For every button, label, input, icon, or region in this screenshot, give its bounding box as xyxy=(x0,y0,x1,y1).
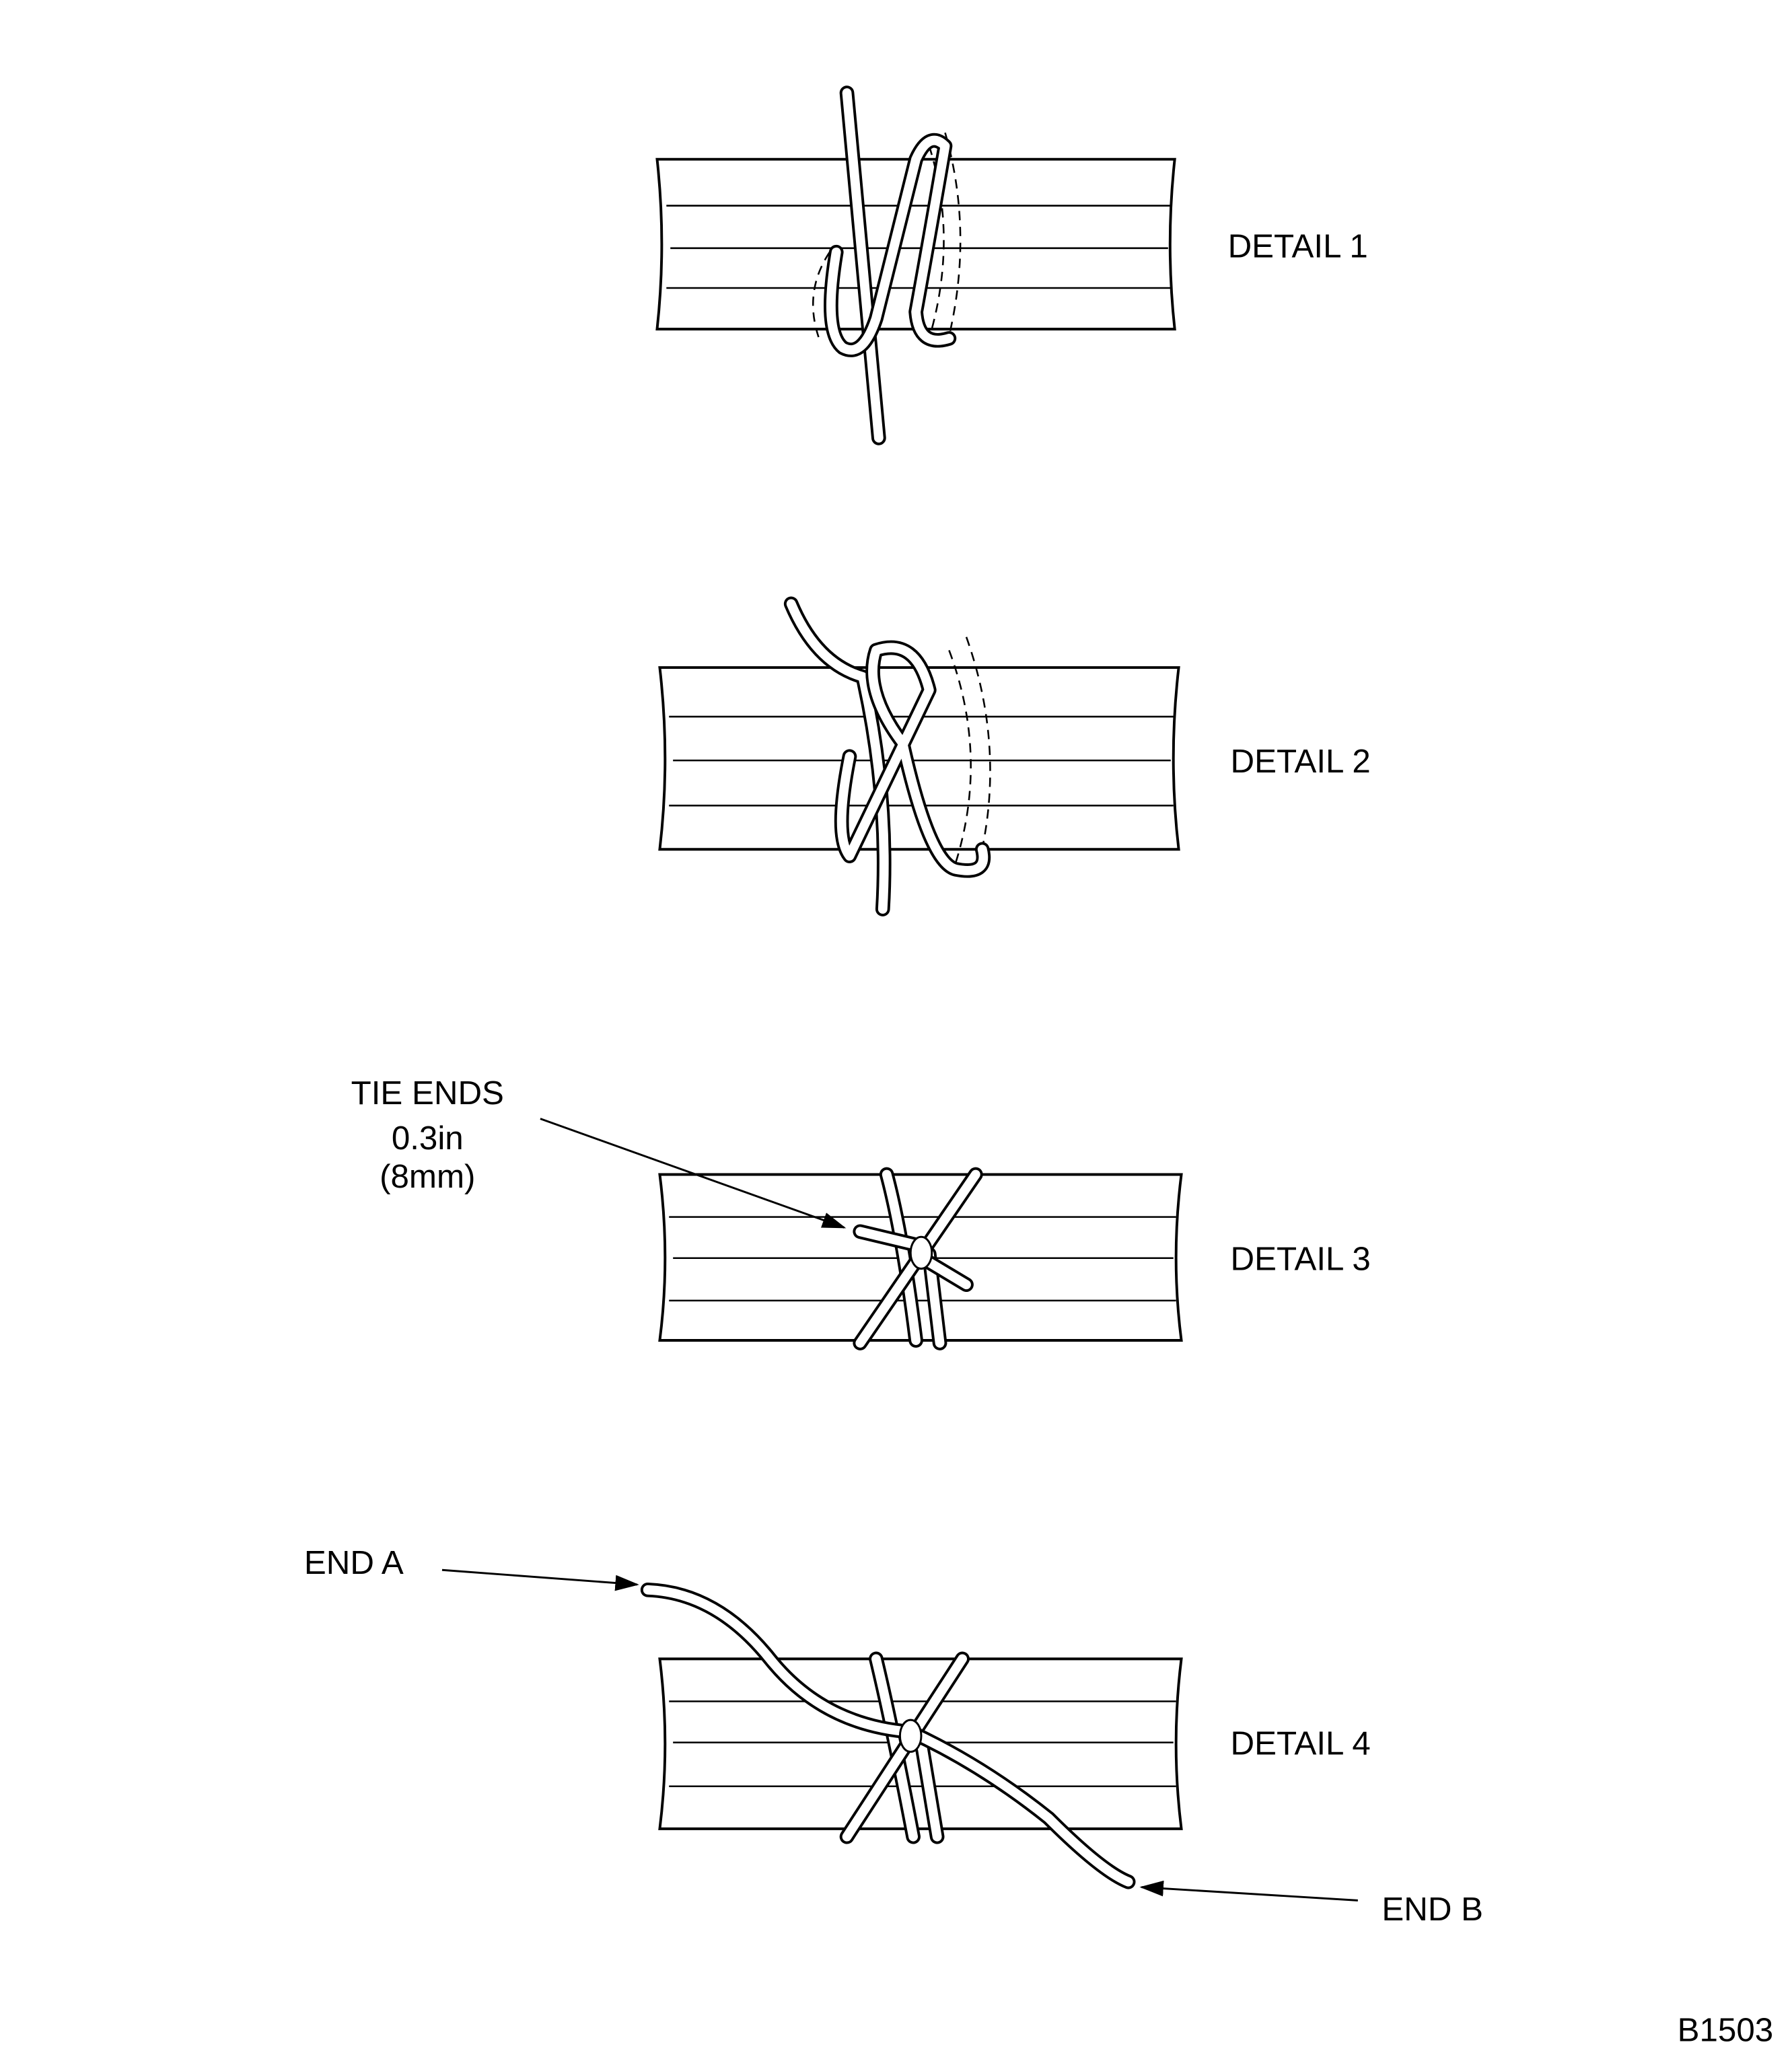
figure-id: B1503 xyxy=(1678,2011,1774,2048)
tie-ends-arrow xyxy=(540,1118,847,1229)
detail-2-label: DETAIL 2 xyxy=(1231,743,1371,780)
detail-1-label: DETAIL 1 xyxy=(1228,228,1368,265)
end-b-label: END B xyxy=(1382,1891,1483,1928)
tie-ends-inch: 0.3in xyxy=(392,1120,464,1157)
tie-ends-mm: (8mm) xyxy=(380,1158,475,1195)
tie-wire xyxy=(824,85,957,445)
wire-bundle xyxy=(658,666,1180,851)
tie-wire xyxy=(853,1167,983,1350)
detail-3-drawing xyxy=(658,1167,1183,1350)
detail-1-drawing xyxy=(655,85,1176,445)
knot xyxy=(909,1235,933,1270)
wire-bundle xyxy=(655,157,1176,331)
end-a-label: END A xyxy=(304,1544,404,1581)
detail-4-drawing xyxy=(640,1582,1183,1889)
tie-ends-label: TIE ENDS xyxy=(351,1075,504,1112)
detail-4-label: DETAIL 4 xyxy=(1231,1725,1371,1762)
end-b-arrow xyxy=(1139,1880,1358,1902)
tie-wire xyxy=(640,1582,1136,1889)
detail-3-label: DETAIL 3 xyxy=(1231,1241,1371,1278)
detail-2-drawing xyxy=(658,596,1180,916)
knot xyxy=(898,1719,923,1753)
tie-wire xyxy=(783,596,991,916)
end-a-arrow xyxy=(441,1568,639,1591)
